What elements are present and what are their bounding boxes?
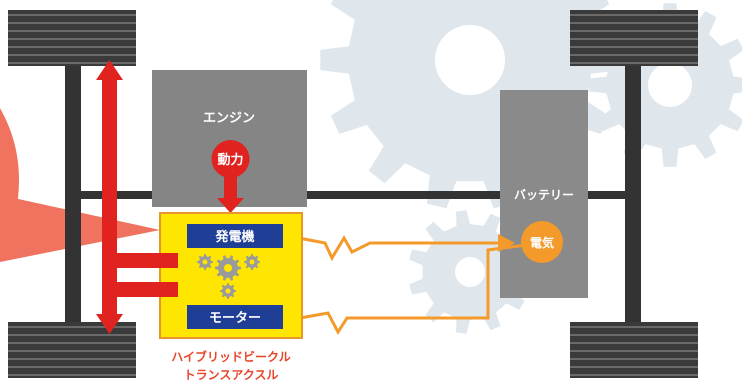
wheel-rear-left xyxy=(8,322,136,378)
wheel-rear-right xyxy=(570,322,698,378)
drive-arrows xyxy=(96,60,178,334)
transaxle-gears-icon xyxy=(197,254,260,299)
transaxle-caption-line1: ハイブリッドビークル xyxy=(171,349,290,364)
electricity-badge xyxy=(521,221,563,263)
transaxle-caption-line2: トランスアクスル xyxy=(184,368,279,382)
small-gear-icon xyxy=(220,283,236,299)
electricity-label: 電気 xyxy=(530,235,554,250)
power-label: 動力 xyxy=(217,152,243,168)
battery-label: バッテリー xyxy=(514,188,574,202)
electric-flow-lines xyxy=(282,233,543,335)
engine-label: エンジン xyxy=(203,111,255,126)
wheel-front-right xyxy=(570,10,698,66)
generator-label: 発電機 xyxy=(214,229,254,245)
chassis-frame xyxy=(65,66,641,322)
generator-box xyxy=(187,224,283,248)
motor-label: モーター xyxy=(209,311,261,326)
small-gear-icon xyxy=(197,254,213,270)
small-gear-icon xyxy=(244,254,260,270)
motor-box xyxy=(187,305,283,329)
electric-arrowhead-battery xyxy=(498,234,515,252)
battery-box xyxy=(500,90,588,298)
wheel-front-left xyxy=(8,10,136,66)
power-badge xyxy=(211,140,250,178)
small-gear-icon xyxy=(215,255,241,281)
